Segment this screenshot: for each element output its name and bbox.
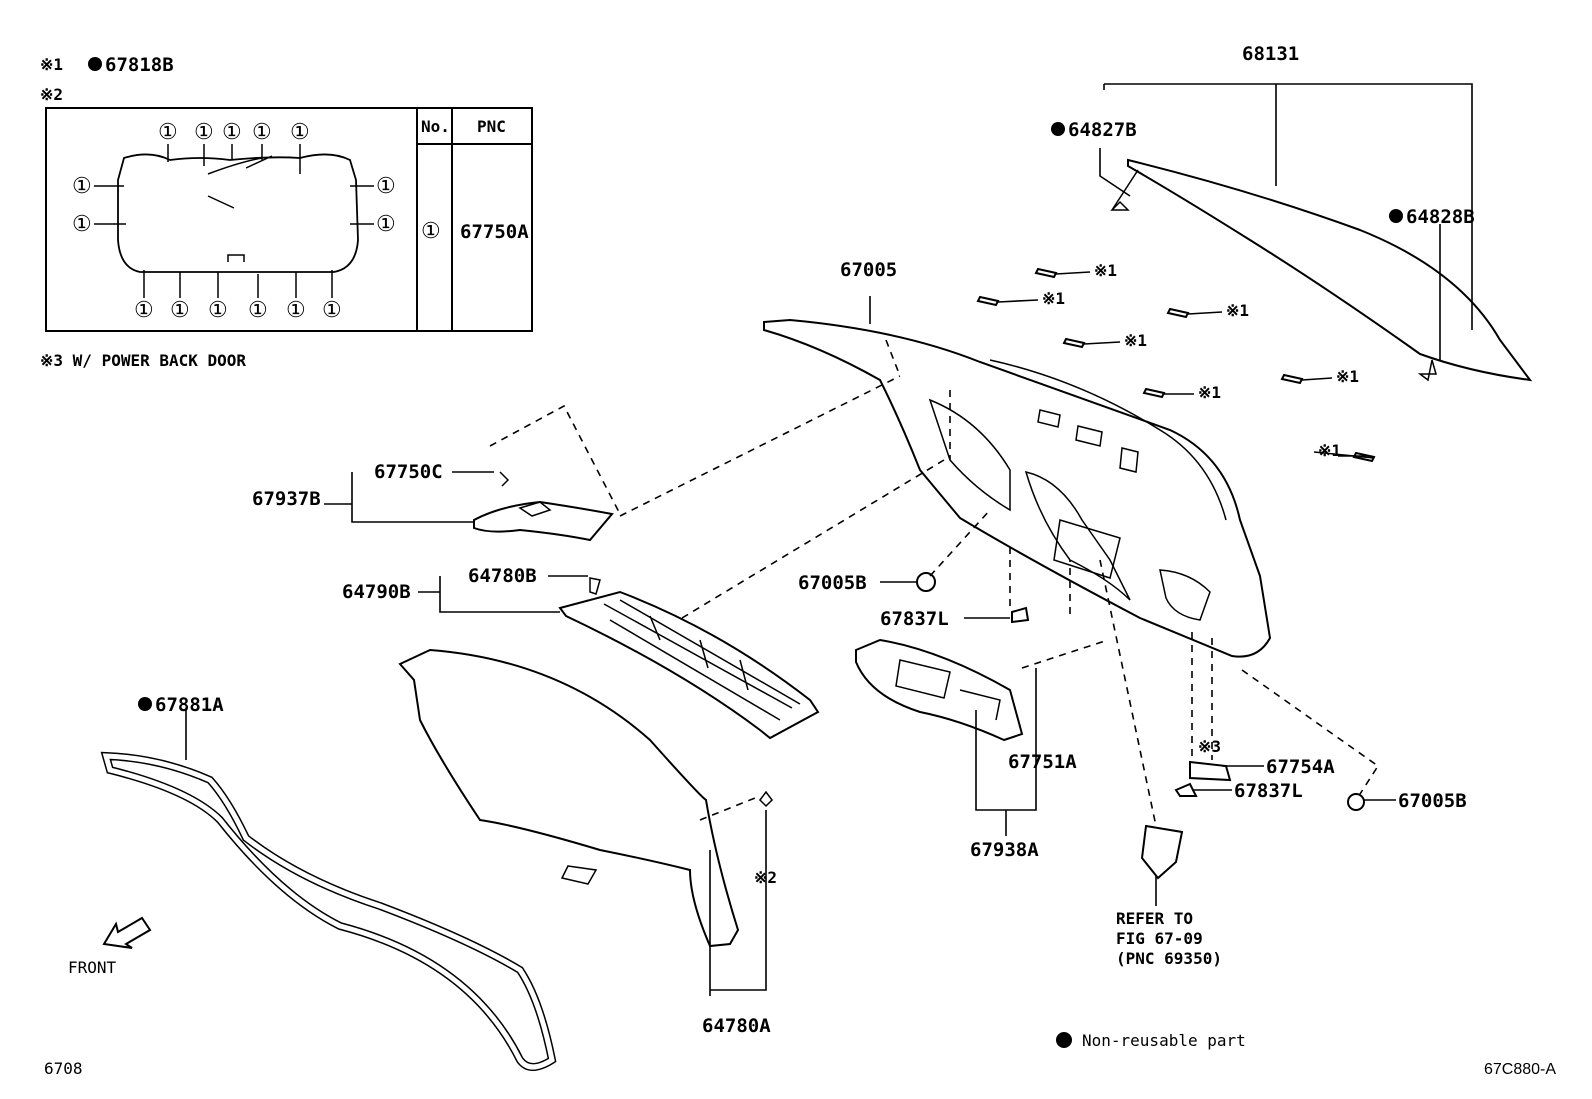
table-row-no: ① xyxy=(421,219,441,244)
label-67005: 67005 xyxy=(840,259,897,281)
inset-clip-symbol: ① xyxy=(376,174,396,199)
label-67754A-mark: ※3 xyxy=(1198,737,1221,756)
label-64827B: 64827B xyxy=(1068,119,1137,141)
lock-assembly xyxy=(1140,824,1184,880)
clip xyxy=(1062,337,1086,349)
inset-clip-symbol: ① xyxy=(322,298,342,323)
clip-leader xyxy=(1083,341,1121,345)
clip xyxy=(1034,267,1058,279)
upper-cover-68131 xyxy=(1110,158,1533,382)
nonreusable-dot-icon xyxy=(1056,1032,1072,1048)
clip-mark-label: ※1 xyxy=(1336,367,1359,386)
clip xyxy=(1166,307,1190,319)
inset-leader-lines xyxy=(207,155,273,209)
rail-64790B xyxy=(558,577,820,740)
label-67937B: 67937B xyxy=(252,488,321,510)
lower-trim-board xyxy=(398,648,773,948)
clip-mark-label: ※1 xyxy=(1198,383,1221,402)
fastener-67837L xyxy=(1174,782,1198,797)
trim-piece-67938A xyxy=(855,638,1024,742)
inset-clip-symbol: ① xyxy=(72,212,92,237)
inset-clip-symbol: ① xyxy=(208,298,228,323)
label-67750C: 67750C xyxy=(374,461,443,483)
label-67751A: 67751A xyxy=(1008,751,1077,773)
inset-clip-symbol: ① xyxy=(252,120,272,145)
label-64780B: 64780B xyxy=(468,565,537,587)
figure-number: 6708 xyxy=(44,1059,83,1078)
clip-leader xyxy=(1055,271,1091,275)
label-67005B-lower: 67005B xyxy=(1398,790,1467,812)
inset-clip-symbol: ① xyxy=(72,174,92,199)
table-row-pnc: 67750A xyxy=(460,221,529,243)
clip-mark-label: ※1 xyxy=(1226,301,1249,320)
table-header-no: No. xyxy=(421,117,450,136)
inset-clip-symbol: ① xyxy=(286,298,306,323)
label-64780A: 64780A xyxy=(702,1015,771,1037)
clip-marks: ※1 ※1 ※1 ※1 ※1 ※1 ※1 xyxy=(976,261,1376,463)
label-64780A-mark: ※2 xyxy=(754,868,777,887)
label-67881A: 67881A xyxy=(155,694,224,716)
clip-mark-label: ※1 xyxy=(1042,289,1065,308)
clip xyxy=(976,295,1000,307)
label-67837L-lower: 67837L xyxy=(1234,780,1303,802)
nonreusable-dot-icon xyxy=(1389,209,1403,223)
clip-leader xyxy=(997,299,1039,303)
clip-mark-label: ※1 xyxy=(1094,261,1117,280)
label-68131: 68131 xyxy=(1242,43,1299,65)
fastener-67005B xyxy=(1347,793,1365,811)
fastener-67837L xyxy=(1011,606,1030,624)
label-64828B: 64828B xyxy=(1406,206,1475,228)
refer-line-1: REFER TO xyxy=(1116,909,1193,928)
refer-line-2: FIG 67-09 xyxy=(1116,929,1203,948)
clip-mark-label: ※1 xyxy=(1124,331,1147,350)
clip xyxy=(1142,387,1166,399)
back-door-trim-panel xyxy=(763,318,1272,658)
refer-line-3: (PNC 69350) xyxy=(1116,949,1222,968)
guide-lines xyxy=(489,339,1380,827)
inset-trim-outline xyxy=(117,153,359,273)
note-1-part: 67818B xyxy=(105,54,174,76)
label-67005B-upper: 67005B xyxy=(798,572,867,594)
clip-leader xyxy=(1301,377,1333,381)
leader-lines xyxy=(185,83,1473,996)
note-2-mark: ※2 xyxy=(40,85,63,104)
label-64790B: 64790B xyxy=(342,581,411,603)
weatherstrip-67881A xyxy=(100,751,557,1071)
front-arrow-icon xyxy=(102,916,152,949)
inset-clip-symbol: ① xyxy=(158,120,178,145)
legend-nonreusable: Non-reusable part xyxy=(1082,1031,1246,1050)
label-67938A: 67938A xyxy=(970,839,1039,861)
inset-clip-symbol: ① xyxy=(170,298,190,323)
inset-handle xyxy=(227,254,245,262)
label-67754A: 67754A xyxy=(1266,756,1335,778)
fastener-67005B xyxy=(916,572,936,592)
inset-clip-symbol: ① xyxy=(376,212,396,237)
clip-mark-label: ※1 xyxy=(1318,441,1341,460)
front-label: FRONT xyxy=(68,958,117,977)
inset-clip-symbol: ① xyxy=(248,298,268,323)
nonreusable-dot-icon xyxy=(88,57,102,71)
inset-clip-symbol: ① xyxy=(222,120,242,145)
illustration-code: 67C880-A xyxy=(1484,1061,1556,1078)
inset-clip-symbol: ① xyxy=(290,120,310,145)
clip-leader xyxy=(1313,451,1375,459)
nonreusable-dot-icon xyxy=(1051,122,1065,136)
inset-clip-symbol: ① xyxy=(134,298,154,323)
note-3: ※3 W/ POWER BACK DOOR xyxy=(40,351,246,370)
clip-leader xyxy=(1187,311,1223,315)
nonreusable-dot-icon xyxy=(138,697,152,711)
inset-frame xyxy=(45,107,533,332)
trim-piece-67937B xyxy=(473,471,614,542)
inset-clip-symbol: ① xyxy=(194,120,214,145)
note-1-mark: ※1 xyxy=(40,55,63,74)
label-67837L-upper: 67837L xyxy=(880,608,949,630)
actuator-67754A xyxy=(1189,760,1232,782)
clip xyxy=(1280,373,1304,385)
table-header-pnc: PNC xyxy=(477,117,506,136)
